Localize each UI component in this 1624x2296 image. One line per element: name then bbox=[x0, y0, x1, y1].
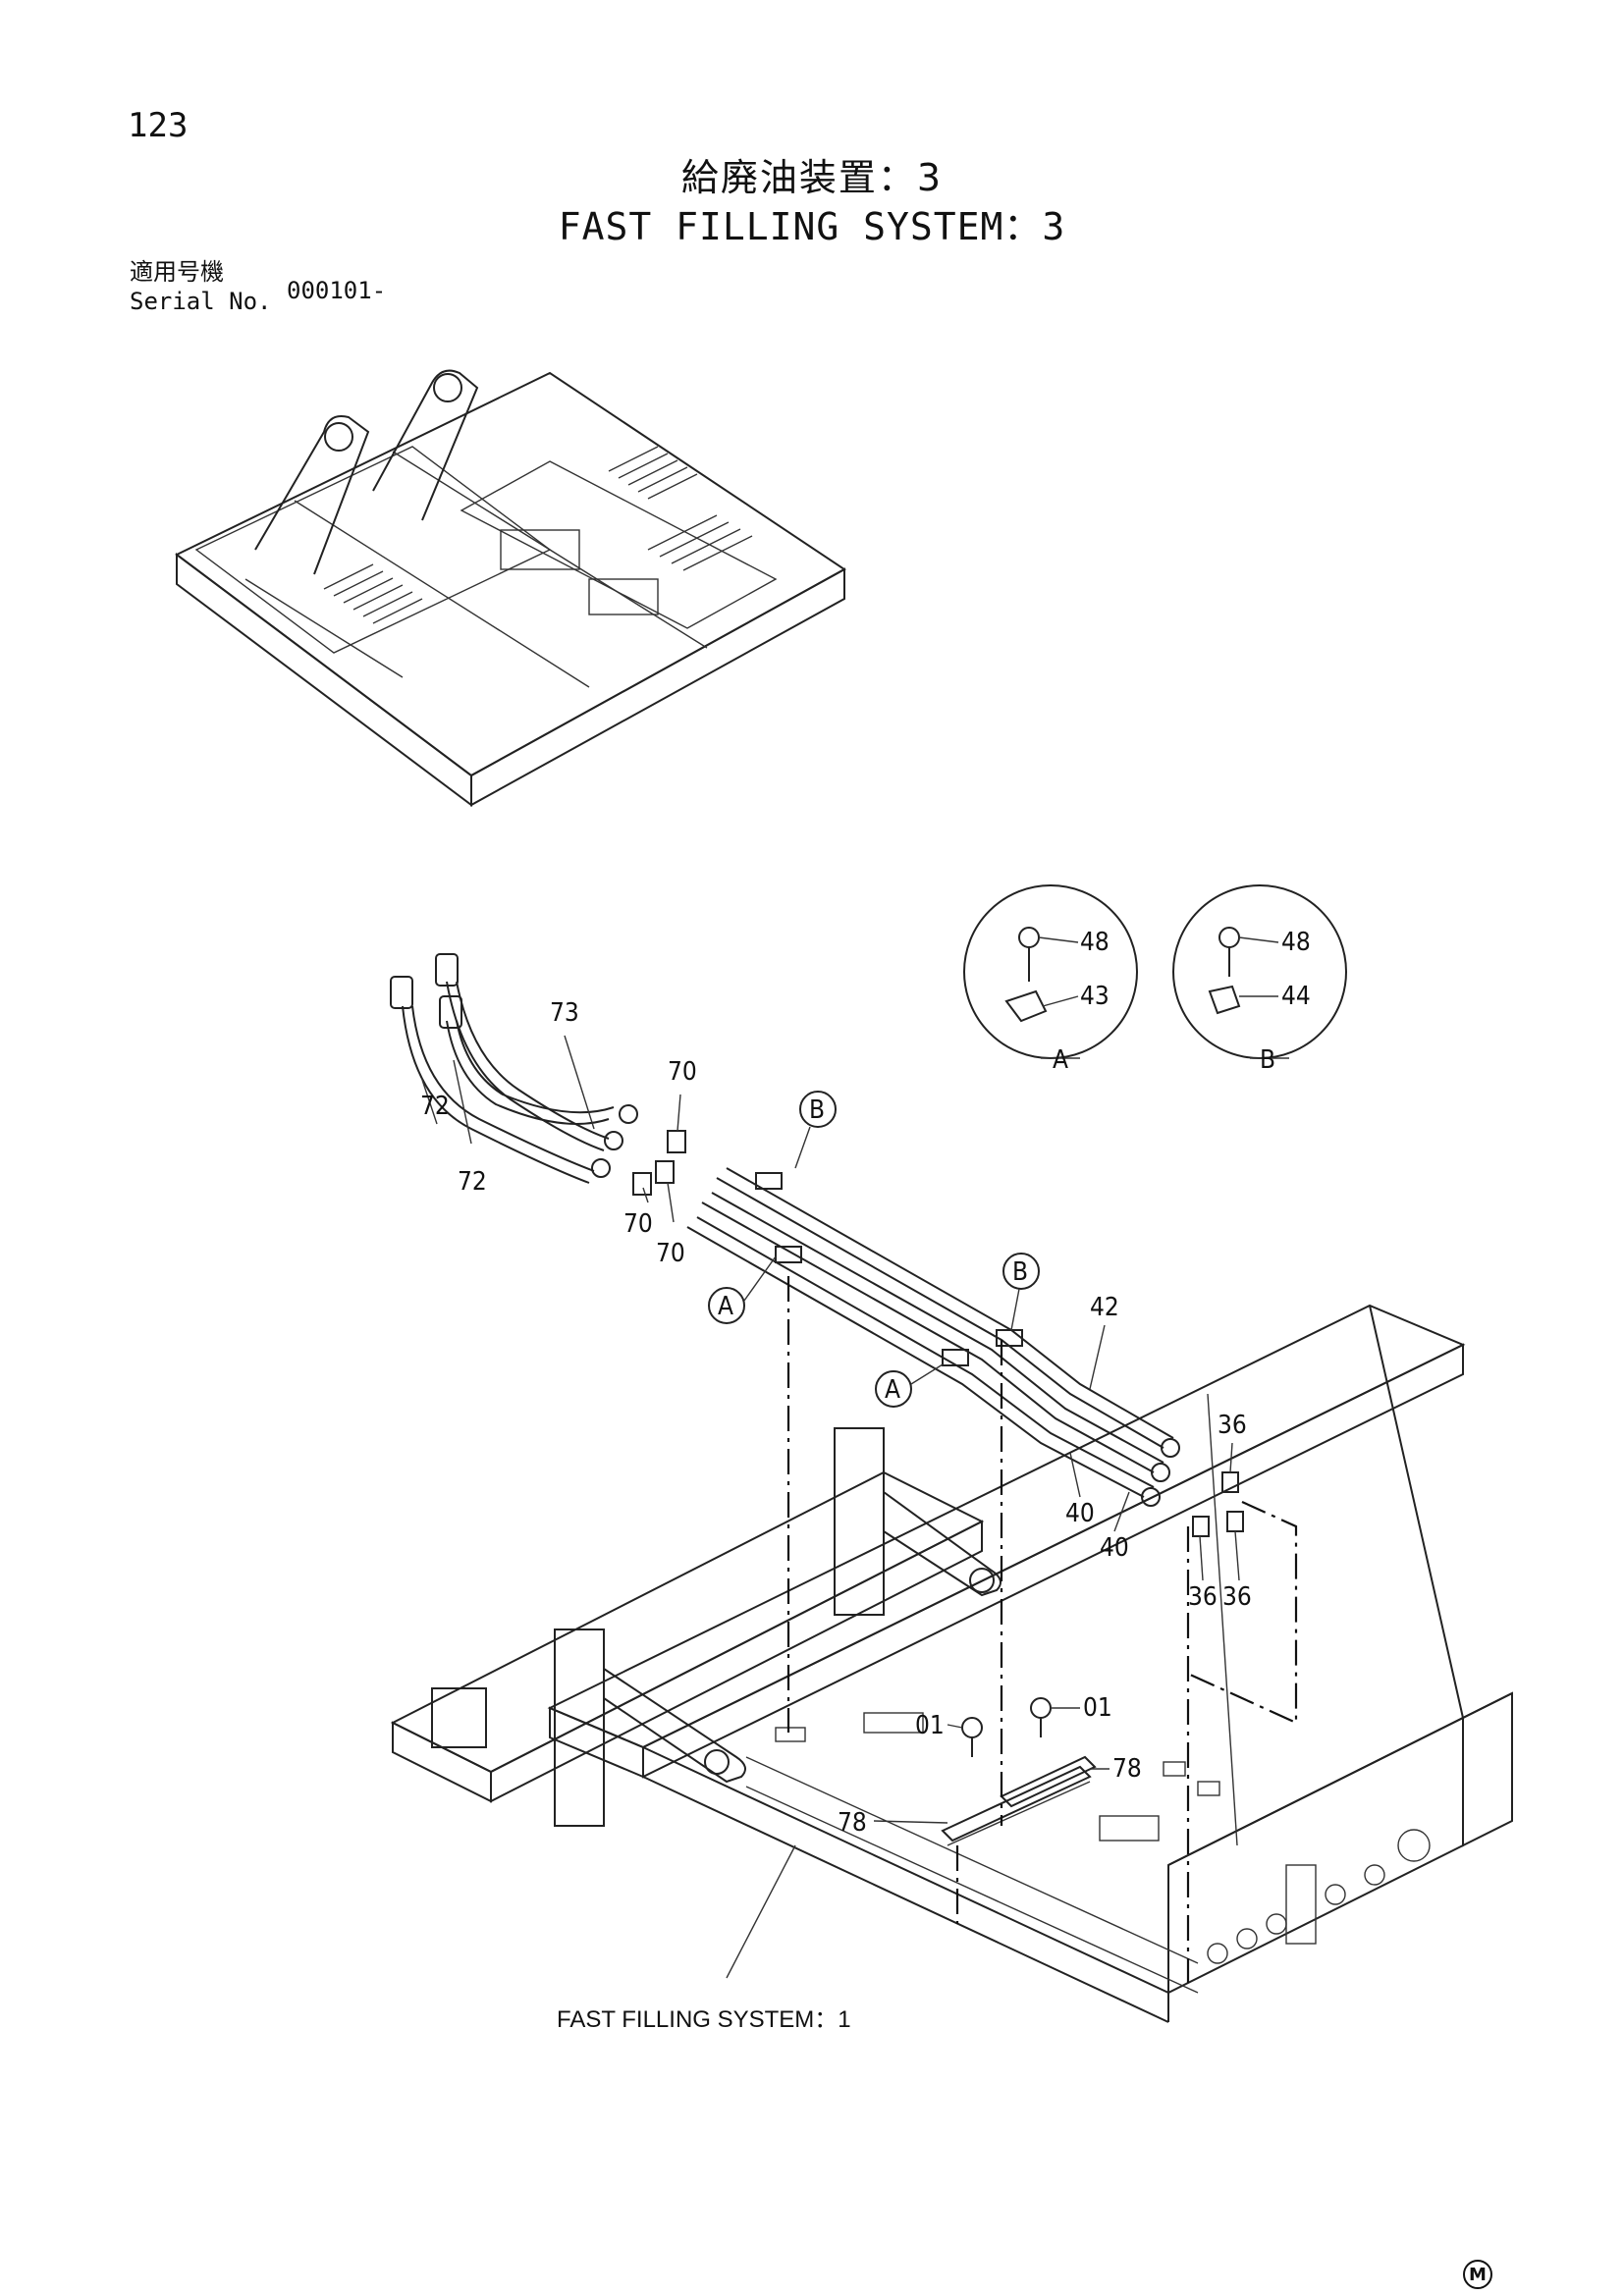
marker-a-left: A bbox=[718, 1292, 733, 1321]
detail-label-a: A bbox=[1053, 1045, 1068, 1075]
leader-lines bbox=[421, 936, 1289, 1824]
marker-a-middle: A bbox=[885, 1375, 900, 1405]
part-label-36-third: 36 bbox=[1222, 1582, 1252, 1612]
part-label-73: 73 bbox=[550, 998, 579, 1028]
reference-label-fast-filling-system-1: FAST FILLING SYSTEM：1 bbox=[557, 2006, 851, 2033]
part-label-36-second: 36 bbox=[1188, 1582, 1218, 1612]
part-label-42: 42 bbox=[1090, 1293, 1119, 1322]
part-label-01-second: 01 bbox=[915, 1711, 945, 1740]
part-label-40-second: 40 bbox=[1100, 1533, 1129, 1563]
mounting-bolts-01 bbox=[961, 1697, 1052, 1757]
part-label-48: 48 bbox=[1080, 928, 1110, 957]
assembly-lines bbox=[726, 1276, 1298, 1983]
part-label-44: 44 bbox=[1281, 982, 1311, 1011]
pipe-assembly-40-42 bbox=[686, 1167, 1180, 1507]
part-label-70-second: 70 bbox=[623, 1209, 653, 1239]
hose-assembly-72-73 bbox=[390, 953, 638, 1184]
part-label-72-second: 72 bbox=[458, 1167, 487, 1197]
part-label-48-second: 48 bbox=[1281, 928, 1311, 957]
detail-view-a bbox=[963, 884, 1138, 1059]
lower-frame-assembly bbox=[390, 1304, 1513, 2023]
marker-b-middle: B bbox=[1012, 1257, 1028, 1287]
mounting-plates bbox=[941, 1755, 1097, 1846]
marker-b-upper: B bbox=[809, 1095, 825, 1125]
machine-overview-illustration bbox=[175, 369, 846, 807]
part-label-70-third: 70 bbox=[656, 1239, 685, 1268]
part-label-36: 36 bbox=[1218, 1411, 1247, 1440]
part-label-01: 01 bbox=[1083, 1693, 1112, 1723]
part-label-40: 40 bbox=[1065, 1499, 1095, 1528]
maker-mark: M bbox=[1463, 2260, 1492, 2289]
connector-fittings-36 bbox=[1192, 1471, 1244, 1537]
page-title-english: FAST FILLING SYSTEM：3 bbox=[558, 205, 1066, 248]
serial-label: 適用号機 Serial No. bbox=[130, 257, 272, 316]
page-title-japanese: 給廃油装置：3 bbox=[680, 156, 944, 199]
part-label-72: 72 bbox=[420, 1092, 450, 1121]
page-number: 123 bbox=[128, 106, 189, 145]
part-label-78: 78 bbox=[1112, 1754, 1142, 1784]
circled-markers bbox=[708, 1091, 1040, 1408]
serial-label-japanese: 適用号機 bbox=[130, 258, 224, 286]
part-label-70: 70 bbox=[668, 1057, 697, 1087]
part-label-78-second: 78 bbox=[838, 1808, 867, 1838]
detail-label-b: B bbox=[1260, 1045, 1275, 1075]
part-label-43: 43 bbox=[1080, 982, 1110, 1011]
serial-label-english: Serial No. bbox=[130, 288, 272, 315]
serial-number-value: 000101- bbox=[287, 277, 387, 304]
adapter-fittings-70 bbox=[632, 1130, 686, 1196]
detail-view-b bbox=[1172, 884, 1347, 1059]
grating-pattern bbox=[323, 446, 753, 624]
